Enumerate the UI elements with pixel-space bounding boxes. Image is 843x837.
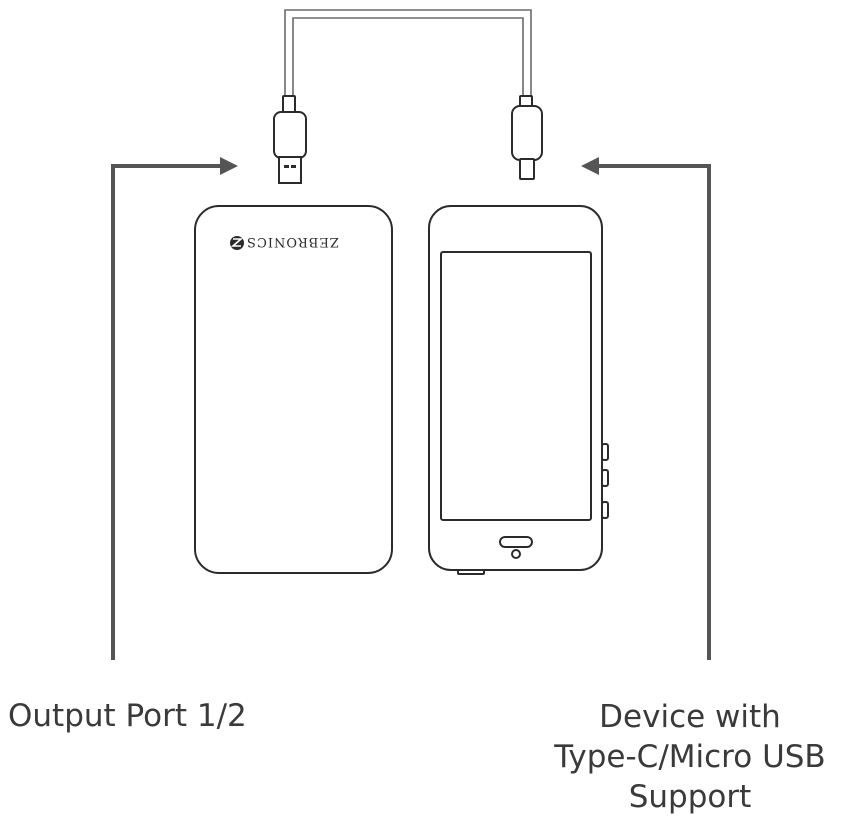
side-button <box>601 501 609 519</box>
side-button <box>601 443 609 461</box>
arrow-left-icon <box>581 157 599 175</box>
brand-wordmark: ZEBRONICS <box>246 234 339 249</box>
mic-icon <box>511 549 521 559</box>
side-button <box>601 469 609 487</box>
device-label-line: Type-C/Micro USB <box>554 739 826 775</box>
arrow-left-icon <box>220 157 238 175</box>
usb-cable <box>284 9 532 97</box>
output-arrow <box>111 157 238 660</box>
phone-device <box>428 205 609 575</box>
device-label-line: Support <box>628 779 752 815</box>
device-arrow <box>581 157 711 660</box>
usb-c-plug-icon <box>511 95 543 180</box>
usb-a-plug-icon <box>273 95 307 184</box>
device-support-label: Device with Type-C/Micro USB Support <box>540 697 840 817</box>
output-port-label: Output Port 1/2 <box>8 698 247 734</box>
home-button-icon <box>499 536 533 548</box>
device-label-line: Device with <box>599 699 781 735</box>
bottom-port <box>457 569 485 575</box>
power-bank: ZEBRONICS <box>194 205 393 574</box>
zebronics-logo-icon: ZEBRONICS <box>230 234 339 250</box>
